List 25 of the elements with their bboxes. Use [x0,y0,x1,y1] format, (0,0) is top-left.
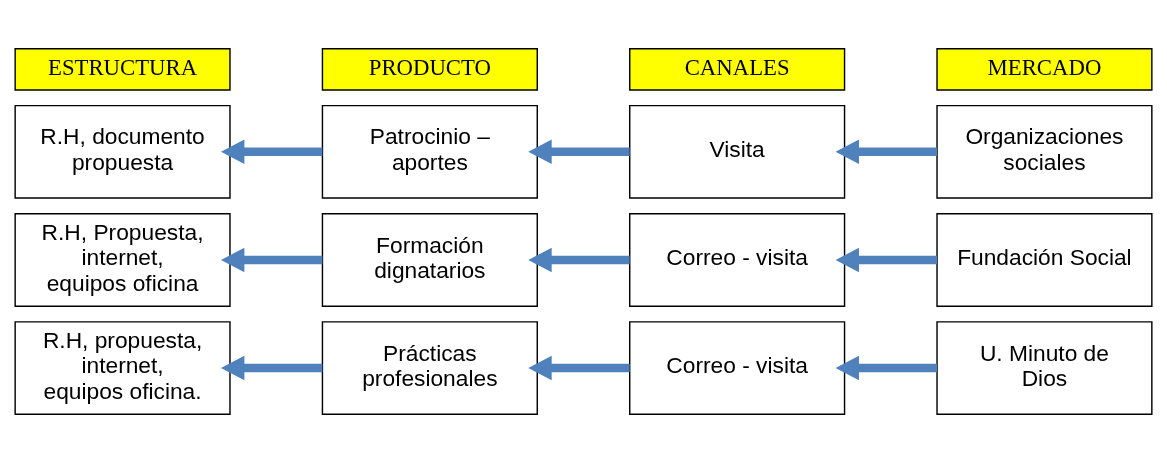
node-box: R.H, Propuesta, internet, equipos oficina [14,212,231,307]
arrow [220,355,323,380]
arrow [220,247,323,272]
node-box: CANALES [629,47,846,91]
arrow [220,139,323,164]
node-box: U. Minuto de Dios [936,320,1153,415]
node-box: PRODUCTO [321,47,538,91]
arrow [835,139,937,164]
node-box: R.H, propuesta, internet, equipos oficina. [14,320,231,415]
node-box: Fundación Social [936,212,1153,307]
node-box: Formación dignatarios [321,212,538,307]
node-box: Correo - visita [629,320,846,415]
arrow [528,139,630,164]
arrow [528,355,630,380]
arrow [835,247,937,272]
node-box: ESTRUCTURA [14,47,231,91]
arrow [835,355,937,380]
node-box: Visita [629,104,846,199]
node-box: Prácticas profesionales [321,320,538,415]
node-box: R.H, documento propuesta [14,104,231,199]
node-box: Correo - visita [629,212,846,307]
node-box: MERCADO [936,47,1153,91]
node-box: Organizaciones sociales [936,104,1153,199]
arrow [528,247,630,272]
node-box: Patrocinio – aportes [321,104,538,199]
